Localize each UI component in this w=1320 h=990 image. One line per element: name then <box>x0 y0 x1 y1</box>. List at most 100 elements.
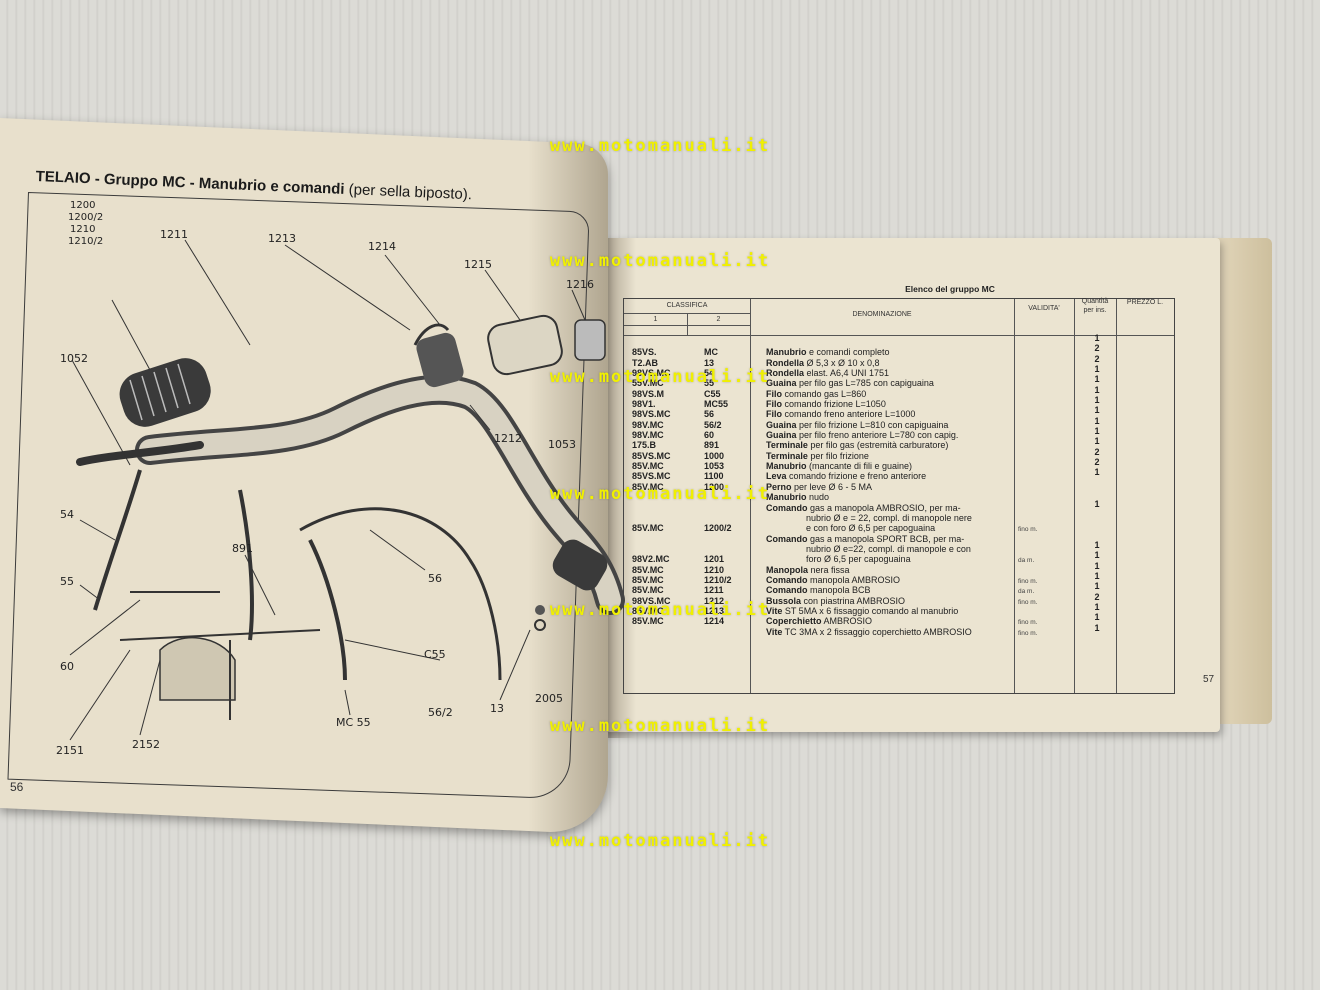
header-denominazione: DENOMINAZIONE <box>852 311 912 318</box>
part-description: elast. A6,4 UNI 1751 <box>804 368 890 379</box>
table-cell: 1211 <box>704 585 724 596</box>
part-description: per filo gas L=785 con capiguaina <box>796 378 934 389</box>
header-divider <box>624 335 1174 336</box>
table-cell: 1 <box>1094 570 1100 581</box>
header-classifica: CLASSIFICA <box>666 302 708 309</box>
table-cell: 54 <box>704 368 715 379</box>
callout-label: 1200 <box>70 200 96 211</box>
part-name: Vite <box>766 626 783 637</box>
part-description: foro Ø 6,5 per capoguaina <box>806 554 911 565</box>
table-cell: 1 <box>1094 550 1100 561</box>
table-cell: fino m. <box>1018 598 1038 606</box>
table-cell: 1 <box>1094 560 1100 571</box>
table-cell: 175.B <box>632 440 657 451</box>
part-description: per filo frizione <box>807 450 869 461</box>
table-cell: 98V1. <box>632 399 656 410</box>
header-prezzo: PREZZO L. <box>1126 299 1164 306</box>
part-name: Bussola <box>766 595 802 606</box>
callout-label: 1212 <box>494 432 522 445</box>
part-name: Rondella <box>766 357 805 368</box>
callout-label: 1216 <box>566 278 594 291</box>
part-description: TC 3MA x 2 fissaggio coperchietto AMBROS… <box>782 626 972 637</box>
watermark: www.motomanuali.it <box>549 136 771 156</box>
table-cell: fino m. <box>1018 619 1038 627</box>
watermark: www.motomanuali.it <box>549 367 771 387</box>
callout-label: 1052 <box>60 352 88 365</box>
washer <box>535 605 545 615</box>
part-description: comando frizione e freno anteriore <box>786 471 927 482</box>
page-number-right: 57 <box>1203 674 1215 685</box>
parts-table: CLASSIFICA 1 2 DENOMINAZIONE VALIDITA' Q… <box>623 298 1175 694</box>
table-cell: T2.AB <box>632 357 659 368</box>
part-name: Guaina <box>766 419 797 430</box>
part-name: Terminale <box>766 450 808 461</box>
part-description: con piastrina AMBROSIO <box>801 595 906 606</box>
col-divider <box>1014 299 1015 693</box>
table-cell: 60 <box>704 430 715 441</box>
table-cell: fino m. <box>1018 577 1038 585</box>
callout-label: 1214 <box>368 240 396 253</box>
table-cell: Bussola con piastrina AMBROSIO <box>766 596 972 606</box>
callout-label: 1211 <box>160 228 188 241</box>
part-name: Comando <box>766 574 808 585</box>
table-cell: Coperchietto AMBROSIO <box>766 616 972 626</box>
part-description: comando freno anteriore L=1000 <box>782 409 916 420</box>
table-cell: foro Ø 6,5 per capoguaina <box>766 554 972 564</box>
table-cell: 1 <box>1094 498 1100 509</box>
callout-label: MC 55 <box>336 716 371 729</box>
table-cell: 1 <box>1094 426 1100 437</box>
callout-label: 1210/2 <box>68 236 104 247</box>
column-validita: fino m.da m.fino m.da m.fino m.fino m.fi… <box>1018 339 1038 639</box>
part-name: Comando <box>766 585 808 596</box>
watermark: www.motomanuali.it <box>549 831 771 851</box>
table-cell: Comando manopola AMBROSIO <box>766 575 972 585</box>
part-description: AMBROSIO <box>821 616 873 627</box>
table-cell: 56 <box>704 409 715 420</box>
left-grip <box>119 358 211 427</box>
table-cell: 1213 <box>704 605 725 616</box>
part-description: nubrio Ø e = 22, compl. di manopole nere <box>806 512 972 523</box>
callout-label: 891 <box>232 542 253 555</box>
table-cell: fino m. <box>1018 526 1038 534</box>
part-description: e comandi completo <box>806 347 890 358</box>
handlebar-highlight <box>139 378 621 611</box>
callout-label: 1213 <box>268 232 296 245</box>
table-cell: fino m. <box>1018 629 1038 637</box>
part-name: Comando <box>766 533 808 544</box>
table-cell: 2 <box>1094 457 1100 468</box>
part-description: per filo freno anteriore L=780 con capig… <box>796 430 959 441</box>
table-cell: Manubrio (mancante di fili e guaine) <box>766 461 972 471</box>
col-divider <box>750 299 751 693</box>
part-name: Manubrio <box>766 492 807 503</box>
part-description: nubrio Ø e=22, compl. di manopole e con <box>806 543 971 554</box>
part-name: Leva <box>766 471 787 482</box>
washer <box>534 619 546 631</box>
wire <box>119 629 321 641</box>
watermark: www.motomanuali.it <box>549 484 771 504</box>
table-cell: Filo comando frizione L=1050 <box>766 399 972 409</box>
part-name: Filo <box>766 388 782 399</box>
callout-label: 60 <box>60 660 74 673</box>
watermark: www.motomanuali.it <box>549 600 771 620</box>
callout-label: 2005 <box>535 692 563 705</box>
part-description: manopola AMBROSIO <box>807 574 901 585</box>
table-cell: 1 <box>1094 601 1100 612</box>
table-cell: 85V.MC <box>632 481 664 492</box>
part-name: Terminale <box>766 440 808 451</box>
part-description: e con foro Ø 6,5 per capoguaina <box>806 523 936 534</box>
table-cell: 1200/2 <box>704 523 732 534</box>
cable <box>308 539 347 681</box>
table-cell: Guaina per filo frizione L=810 con capig… <box>766 420 972 430</box>
table-cell: 1000 <box>704 450 725 461</box>
table-cell: 56/2 <box>704 419 722 430</box>
table-cell: 891 <box>704 440 720 451</box>
callout-label: 1053 <box>548 438 576 451</box>
table-cell: Rondella Ø 5,3 x Ø 10 x 0,8 <box>766 358 972 368</box>
table-cell: Filo comando freno anteriore L=1000 <box>766 409 972 419</box>
callout-label: 55 <box>60 575 74 588</box>
part-name: Manubrio <box>766 347 807 358</box>
table-cell: nubrio Ø e=22, compl. di manopole e con <box>766 544 972 554</box>
table-cell: 85VS. <box>632 347 657 358</box>
table-cell: 98V.MC <box>632 419 664 430</box>
